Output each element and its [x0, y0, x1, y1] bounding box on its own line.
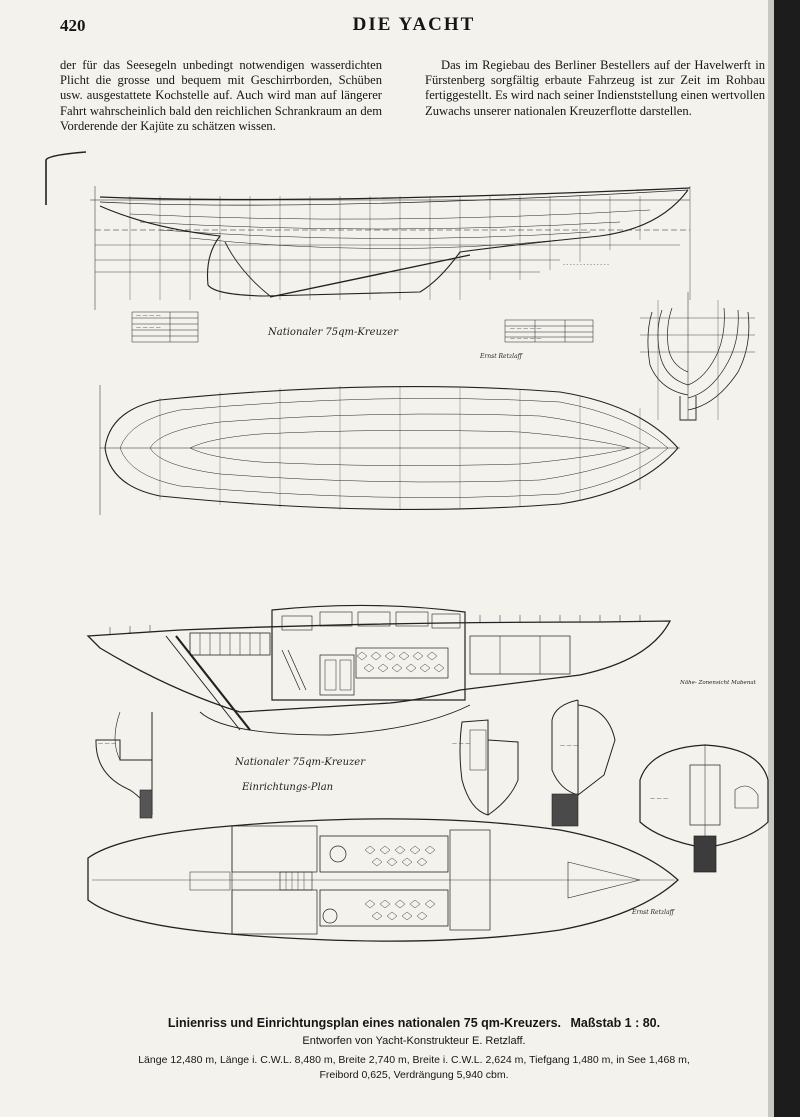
running-title: DIE YACHT [352, 14, 476, 35]
drawing-annotations: - - - - - - - - - - - - - - — — — — — — … [98, 262, 668, 802]
caption-dimensions-line2: Freibord 0,625, Verdrängung 5,940 cbm. [319, 1069, 509, 1081]
page-header: 420 DIE YACHT [60, 14, 768, 42]
cross-section-4 [639, 744, 769, 873]
text-column-left: der für das Seesegeln unbedingt notwendi… [60, 58, 382, 134]
lines-body-plan [640, 292, 755, 421]
page-shadow-edge [774, 0, 800, 1117]
svg-text:— — — — —: — — — — — [510, 326, 541, 332]
caption-dimensions-line1: Länge 12,480 m, Länge i. C.W.L. 8,480 m,… [138, 1054, 690, 1066]
interior-plan-subtitle: Einrichtungs-Plan [241, 782, 333, 793]
caption-title-text: Linienriss und Einrichtungsplan eines na… [167, 1016, 562, 1030]
svg-text:— — —: — — — [98, 741, 116, 747]
interior-profile-view [86, 604, 672, 736]
interior-plan-title: Nationaler 75qm-Kreuzer [234, 757, 366, 768]
lines-data-table-right [504, 319, 594, 343]
paragraph-right: Das im Regiebau des Berliner Bestellers … [425, 58, 765, 118]
caption-dimensions: Länge 12,480 m, Länge i. C.W.L. 8,480 m,… [60, 1053, 768, 1083]
caption-title: Linienriss und Einrichtungsplan eines na… [60, 1016, 768, 1030]
cross-section-3 [551, 699, 616, 827]
svg-text:— — — —: — — — — [136, 325, 161, 331]
lines-plan-view [99, 385, 680, 515]
cross-section-2 [459, 719, 519, 816]
page-shadow-inner [768, 0, 774, 1117]
lines-plan-signature: Ernst Retzlaff [479, 353, 524, 360]
paragraph-left: der für das Seesegeln unbedingt notwendi… [60, 58, 382, 133]
text-column-right: Das im Regiebau des Berliner Bestellers … [425, 58, 765, 119]
section-label: Nähe- Zonensicht Mabenat [679, 680, 757, 686]
svg-text:— — —: — — — [560, 743, 578, 749]
interior-plan-view [87, 818, 679, 942]
lines-profile-view [90, 186, 691, 310]
lines-plan-title: Nationaler 75qm-Kreuzer [267, 327, 399, 338]
corner-mark [45, 151, 87, 205]
page-number: 420 [60, 16, 86, 35]
svg-text:— — — —: — — — — [136, 313, 161, 319]
caption-scale: Maßstab 1 : 80. [570, 1016, 661, 1030]
plan-signature: Ernst Retzlaff [631, 909, 676, 916]
svg-text:— — —: — — — [650, 796, 668, 802]
caption-designer: Entworfen von Yacht-Konstrukteur E. Retz… [302, 1035, 526, 1047]
cross-section-1 [95, 711, 153, 819]
svg-text:— — — — —: — — — — — [510, 336, 541, 342]
svg-text:— — —: — — — [452, 741, 470, 747]
lines-data-table-left [131, 311, 199, 343]
svg-text:- - - - - - - - - - - - - -: - - - - - - - - - - - - - - [563, 262, 609, 268]
